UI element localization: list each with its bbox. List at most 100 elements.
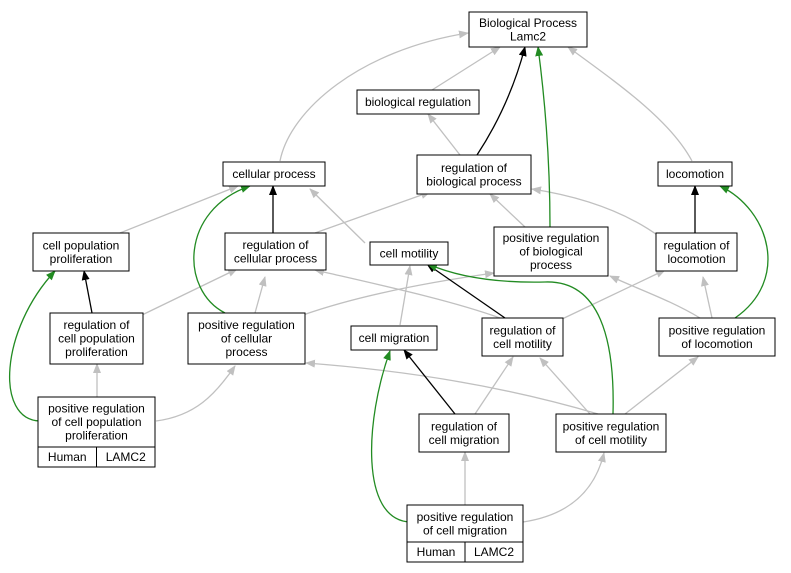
node-box [658,317,776,357]
node-box [224,232,327,271]
node-box [356,89,480,115]
node-label: of cell population [51,415,141,429]
node-label: of locomotion [681,337,752,351]
edge-prbp-rbp [489,193,526,228]
node-box [369,241,449,266]
node-box [655,232,738,272]
tag-box [96,446,156,468]
edge-loco-bp [567,46,693,162]
node-label: positive regulation [503,231,600,245]
edge-rcm-rloco [559,269,666,321]
node-label: regulation of [441,161,508,175]
annotation-tag-lamc2: LAMC2 [96,446,156,468]
node-box [481,317,564,357]
edge-prcpp-cpp [9,270,56,422]
node-box [416,154,532,195]
node-label: process [530,258,572,272]
edge-rcpp-cpp [81,270,93,314]
node-box [49,312,144,365]
node-box [37,396,156,448]
node-label: Biological Process [479,16,577,30]
edge-prcpp-prcp [155,365,236,422]
node-label: locomotion [667,252,725,266]
node-label: proliferation [65,429,128,443]
node-label: cellular process [234,251,317,265]
node-box [493,226,609,277]
node-box [418,413,510,453]
node-label: positive regulation [417,510,514,524]
edge-prcp-rcp [254,276,267,314]
node-label: of cellular [221,332,272,346]
node-label: regulation of [431,419,498,433]
node-label: cell motility [493,337,552,351]
node-label: proliferation [65,345,128,359]
node-label: proliferation [50,252,113,266]
node-loco[interactable]: locomotion [657,161,733,187]
edge-prcmig-prcm [522,452,606,523]
node-br[interactable]: biological regulation [356,89,480,115]
node-label: regulation of [663,238,730,252]
tag-label: LAMC2 [106,450,146,464]
edge-rcmig-cmig [403,349,456,415]
node-label: of cell motility [575,433,647,447]
edges [9,30,769,523]
edge-prloco-rloco [701,276,713,319]
node-label: positive regulation [198,318,295,332]
node-box [32,232,130,272]
node-cm[interactable]: cell motility [369,241,449,266]
edge-cp-bp [279,30,469,162]
edge-rloco-rbp [531,186,661,238]
node-label: Lamc2 [510,29,546,43]
tag-label: Human [48,450,87,464]
node-label: cell migration [359,331,430,345]
node-label: cell migration [429,433,500,447]
annotation-tag-human: Human [406,541,466,563]
edge-prloco-prbp [609,275,701,319]
tag-box [464,541,524,563]
edge-rcpp-rcp [141,268,238,316]
edge-cpp-cp [119,185,239,234]
edge-prcp-prbp [302,270,495,316]
node-label: positive regulation [563,419,660,433]
node-label: cell motility [380,247,439,261]
node-label: of cell migration [423,523,507,537]
node-cp[interactable]: cellular process [222,161,326,187]
node-label: locomotion [666,167,724,181]
node-box [555,413,667,453]
node-label: regulation of [489,323,556,337]
node-label: cell population [58,332,135,346]
edge-rbp-bp [476,46,527,156]
node-label: positive regulation [669,323,766,337]
edge-prcm-rcm [539,357,591,415]
edge-rbp-br [427,113,461,156]
node-cmig[interactable]: cell migration [350,325,438,351]
annotation-tag-lamc2: LAMC2 [464,541,524,563]
node-box [187,312,306,365]
node-label: regulation of [63,318,130,332]
node-label: cell population [43,238,120,252]
annotation-tag-human: Human [37,446,97,468]
tag-label: LAMC2 [474,545,514,559]
node-label: regulation of [242,238,309,252]
edge-cmig-cm [399,265,413,326]
edge-br-bp [431,46,501,91]
node-label: biological regulation [365,95,471,109]
tag-label: Human [417,545,456,559]
edge-prloco-loco [719,185,769,319]
node-box [406,504,524,543]
